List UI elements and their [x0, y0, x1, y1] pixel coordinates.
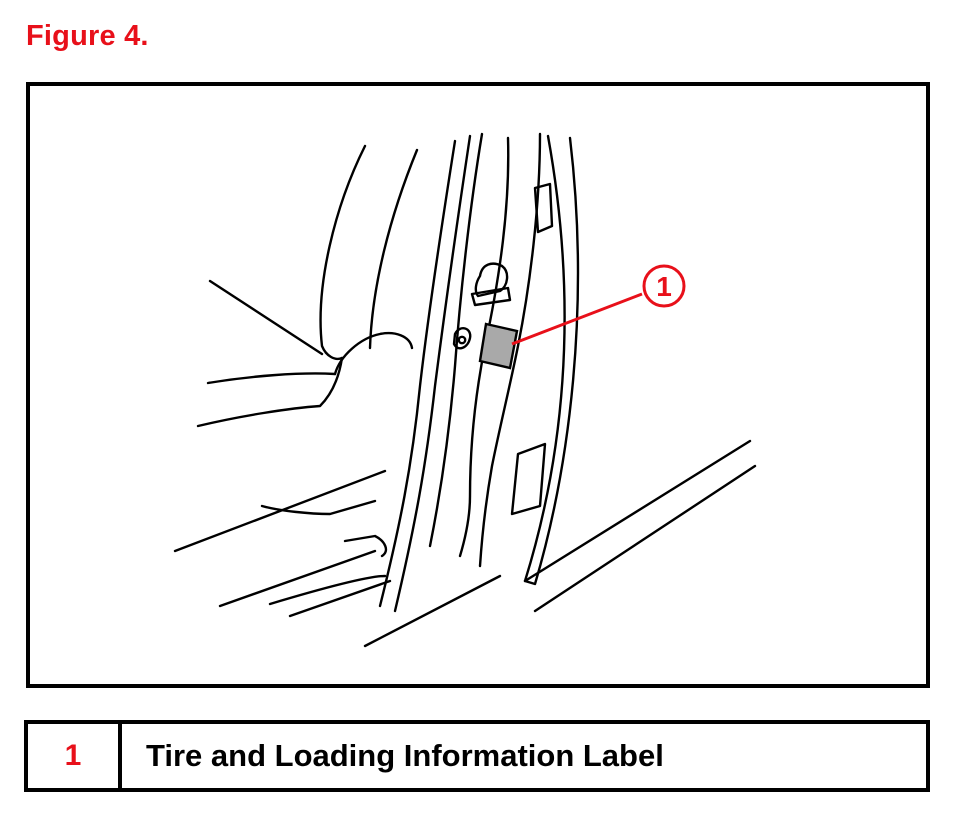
pillar-edge [458, 136, 510, 558]
hinge-bolt [452, 327, 472, 350]
seat-cushion-front [196, 356, 344, 428]
seat-back-inner [368, 148, 419, 350]
sill-line-2 [218, 549, 377, 608]
seat-side-line [208, 279, 324, 356]
sill-line-3 [268, 574, 387, 606]
callout-circle [642, 264, 686, 308]
tire-label-patch [478, 322, 519, 370]
door-jamb-illustration: 1 [173, 132, 757, 648]
door-edge-outer [523, 134, 580, 586]
legend-number: 1 [28, 724, 122, 788]
legend-description: Tire and Loading Information Label [146, 738, 664, 773]
figure-title: Figure 4. [26, 20, 149, 52]
door-striker [474, 262, 509, 298]
sill-step [260, 499, 377, 516]
door-lock-upper [533, 182, 554, 234]
floor-line-2 [523, 439, 752, 583]
floor-line-3 [533, 464, 757, 613]
door-striker-base [470, 286, 512, 307]
callout-leader-line [511, 292, 643, 346]
sill-line-4 [288, 579, 392, 618]
callout-number: 1 [656, 271, 672, 302]
pillar-line-1 [378, 139, 457, 608]
pillar-edge-2 [478, 132, 542, 568]
sill-step-2 [343, 534, 388, 558]
pillar-line-3 [428, 132, 484, 548]
seat-cushion-top [206, 372, 337, 385]
legend-table: 1 Tire and Loading Information Label [24, 720, 930, 792]
door-jamb-diagram: 1 [26, 82, 930, 688]
door-lock-lower [510, 442, 547, 516]
seat-back-outline [319, 144, 367, 360]
seat-cushion-bolster [333, 332, 414, 376]
pillar-line-2 [393, 134, 472, 613]
floor-line-1 [363, 574, 502, 648]
hinge-bolt-center [457, 335, 467, 345]
